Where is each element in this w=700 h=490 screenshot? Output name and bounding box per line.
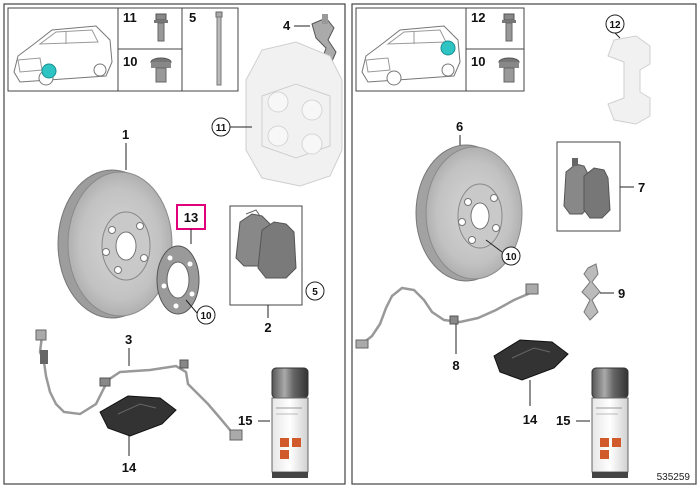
car-locator-icon bbox=[13, 25, 113, 86]
hub-gasket bbox=[156, 245, 200, 315]
front-label-5: 5 bbox=[312, 287, 318, 298]
rear-label-9: 9 bbox=[618, 286, 625, 301]
front-brake-disc bbox=[57, 169, 173, 319]
rear-cleaning-cloth bbox=[493, 339, 569, 381]
rear-wear-sensor bbox=[355, 283, 539, 349]
front-header-label-11: 11 bbox=[123, 10, 137, 25]
disc-screw-icon bbox=[150, 57, 172, 83]
front-panel: 11 10 5 4 bbox=[3, 3, 346, 485]
spring-clip-icon bbox=[311, 14, 337, 67]
front-label-13: 13 bbox=[184, 210, 198, 225]
rear-label-15: 15 bbox=[556, 413, 570, 428]
front-label-3: 3 bbox=[125, 332, 132, 347]
caliper-bolt-icon bbox=[154, 13, 168, 42]
rear-label-14: 14 bbox=[523, 412, 538, 427]
front-label-4: 4 bbox=[283, 18, 291, 33]
front-leader-10 bbox=[185, 299, 198, 314]
rear-spring-clip bbox=[581, 263, 601, 321]
front-label-1: 1 bbox=[122, 127, 129, 142]
rear-leader-10 bbox=[485, 239, 503, 253]
front-label-2: 2 bbox=[264, 320, 271, 335]
front-callout-10 bbox=[196, 305, 216, 325]
front-label-11: 11 bbox=[216, 123, 227, 134]
front-spray-can bbox=[271, 367, 309, 478]
carrier-bolt-icon bbox=[502, 13, 516, 42]
front-header-label-10: 10 bbox=[123, 54, 137, 69]
rear-panel: 12 10 12 6 bbox=[351, 3, 697, 485]
car-locator-rear-icon bbox=[361, 25, 461, 86]
rear-header-label-10: 10 bbox=[471, 54, 485, 69]
ghost-caliper bbox=[245, 41, 343, 187]
rear-pads-box bbox=[556, 141, 621, 232]
front-label-15: 15 bbox=[238, 413, 252, 428]
front-label-14: 14 bbox=[122, 460, 137, 475]
front-header-box: 11 10 5 bbox=[7, 7, 239, 92]
rear-header-box: 12 10 bbox=[355, 7, 525, 92]
rear-callout-10 bbox=[501, 246, 521, 266]
rear-label-6: 6 bbox=[456, 119, 463, 134]
front-header-label-5: 5 bbox=[189, 10, 196, 25]
front-cleaning-cloth bbox=[99, 395, 177, 437]
rear-wheel-marker bbox=[440, 40, 456, 56]
wear-sensor-pin-icon bbox=[215, 11, 223, 86]
rear-header-label-12: 12 bbox=[471, 10, 485, 25]
rear-label-12: 12 bbox=[609, 20, 621, 31]
rear-label-7: 7 bbox=[638, 180, 645, 195]
ghost-caliper-carrier bbox=[607, 35, 651, 125]
front-wear-sensor bbox=[35, 329, 243, 441]
catalog-number: 535259 bbox=[657, 472, 691, 483]
rear-label-10: 10 bbox=[505, 252, 517, 263]
rear-disc-screw-icon bbox=[498, 57, 520, 83]
rear-leader-12 bbox=[614, 32, 621, 39]
front-callout-5 bbox=[305, 281, 325, 301]
front-wheel-marker bbox=[41, 63, 57, 79]
front-label-10: 10 bbox=[200, 311, 212, 322]
rear-label-8: 8 bbox=[452, 358, 459, 373]
rear-brake-disc bbox=[415, 144, 523, 282]
front-pads-box: 5 bbox=[229, 205, 325, 306]
rear-spray-can bbox=[591, 367, 629, 478]
